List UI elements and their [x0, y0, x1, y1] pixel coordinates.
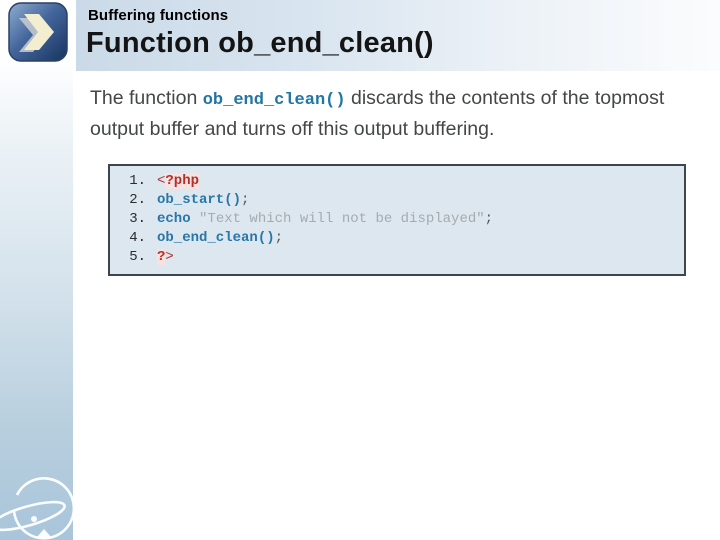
code-text: echo "Text which will not be displayed"; — [157, 211, 494, 227]
body-paragraph: The function ob_end_clean() discards the… — [90, 84, 700, 143]
code-text: ?> — [157, 249, 174, 265]
code-lines: 1. <?php 2. ob_start(); 3. echo "Text which w… — [110, 172, 684, 267]
inline-code: ob_end_clean() — [202, 91, 346, 110]
body-text-prefix: The function — [90, 87, 203, 109]
code-line: 1. <?php — [110, 172, 684, 191]
line-number: 5. — [129, 249, 146, 265]
next-chevron-icon — [8, 2, 68, 62]
left-strip — [0, 0, 73, 540]
slide-kicker: Buffering functions — [88, 7, 229, 24]
code-text: ob_end_clean(); — [157, 230, 284, 246]
line-number: 3. — [129, 211, 146, 227]
code-line: 5. ?> — [110, 248, 684, 267]
line-number: 1. — [129, 173, 146, 189]
page-title: Function ob_end_clean() — [86, 27, 434, 59]
code-text: <?php — [157, 173, 200, 189]
line-number: 2. — [129, 192, 146, 208]
code-text: ob_start(); — [157, 192, 250, 208]
code-line: 2. ob_start(); — [110, 191, 684, 210]
body-text-suffix: discards the contents of the topmost out… — [90, 87, 665, 140]
code-block: 1. <?php 2. ob_start(); 3. echo "Text which w… — [108, 164, 686, 276]
orbit-logo-icon — [0, 472, 80, 540]
code-line: 3. echo "Text which will not be displayed… — [110, 210, 684, 229]
line-number: 4. — [129, 230, 146, 246]
header-band: Buffering functions Function ob_end_clea… — [76, 0, 720, 71]
code-line: 4. ob_end_clean(); — [110, 229, 684, 248]
